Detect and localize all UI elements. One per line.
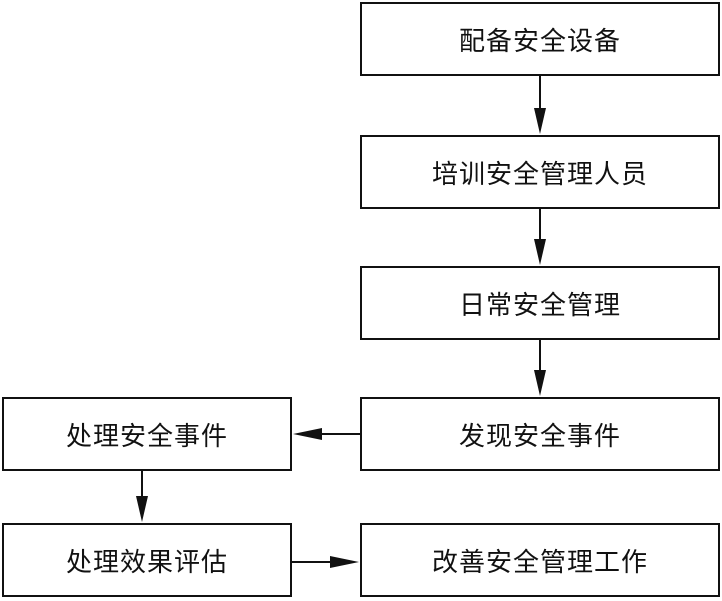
node-label: 培训安全管理人员 <box>431 159 648 190</box>
node-improve-security-management: 改善安全管理工作 <box>360 523 720 597</box>
node-label: 处理效果评估 <box>65 547 228 578</box>
node-label: 发现安全事件 <box>458 421 621 452</box>
node-handle-security-incident: 处理安全事件 <box>2 397 292 471</box>
node-evaluate-handling-effect: 处理效果评估 <box>2 523 292 597</box>
node-label: 日常安全管理 <box>458 290 621 321</box>
node-daily-security-management: 日常安全管理 <box>360 266 720 340</box>
node-label: 改善安全管理工作 <box>431 547 648 578</box>
arrowhead-discover-to-handle <box>293 428 322 440</box>
node-label: 处理安全事件 <box>65 421 228 452</box>
node-equip-security-devices: 配备安全设备 <box>360 2 720 76</box>
arrowhead-daily-to-discover <box>534 370 546 396</box>
node-train-security-staff: 培训安全管理人员 <box>360 135 720 209</box>
node-discover-security-incident: 发现安全事件 <box>360 397 720 471</box>
arrowhead-train-to-daily <box>534 239 546 265</box>
node-label: 配备安全设备 <box>458 26 621 57</box>
arrowhead-equip-to-train <box>534 108 546 134</box>
arrowhead-handle-to-evaluate <box>136 496 148 522</box>
arrowhead-evaluate-to-improve <box>330 556 359 568</box>
